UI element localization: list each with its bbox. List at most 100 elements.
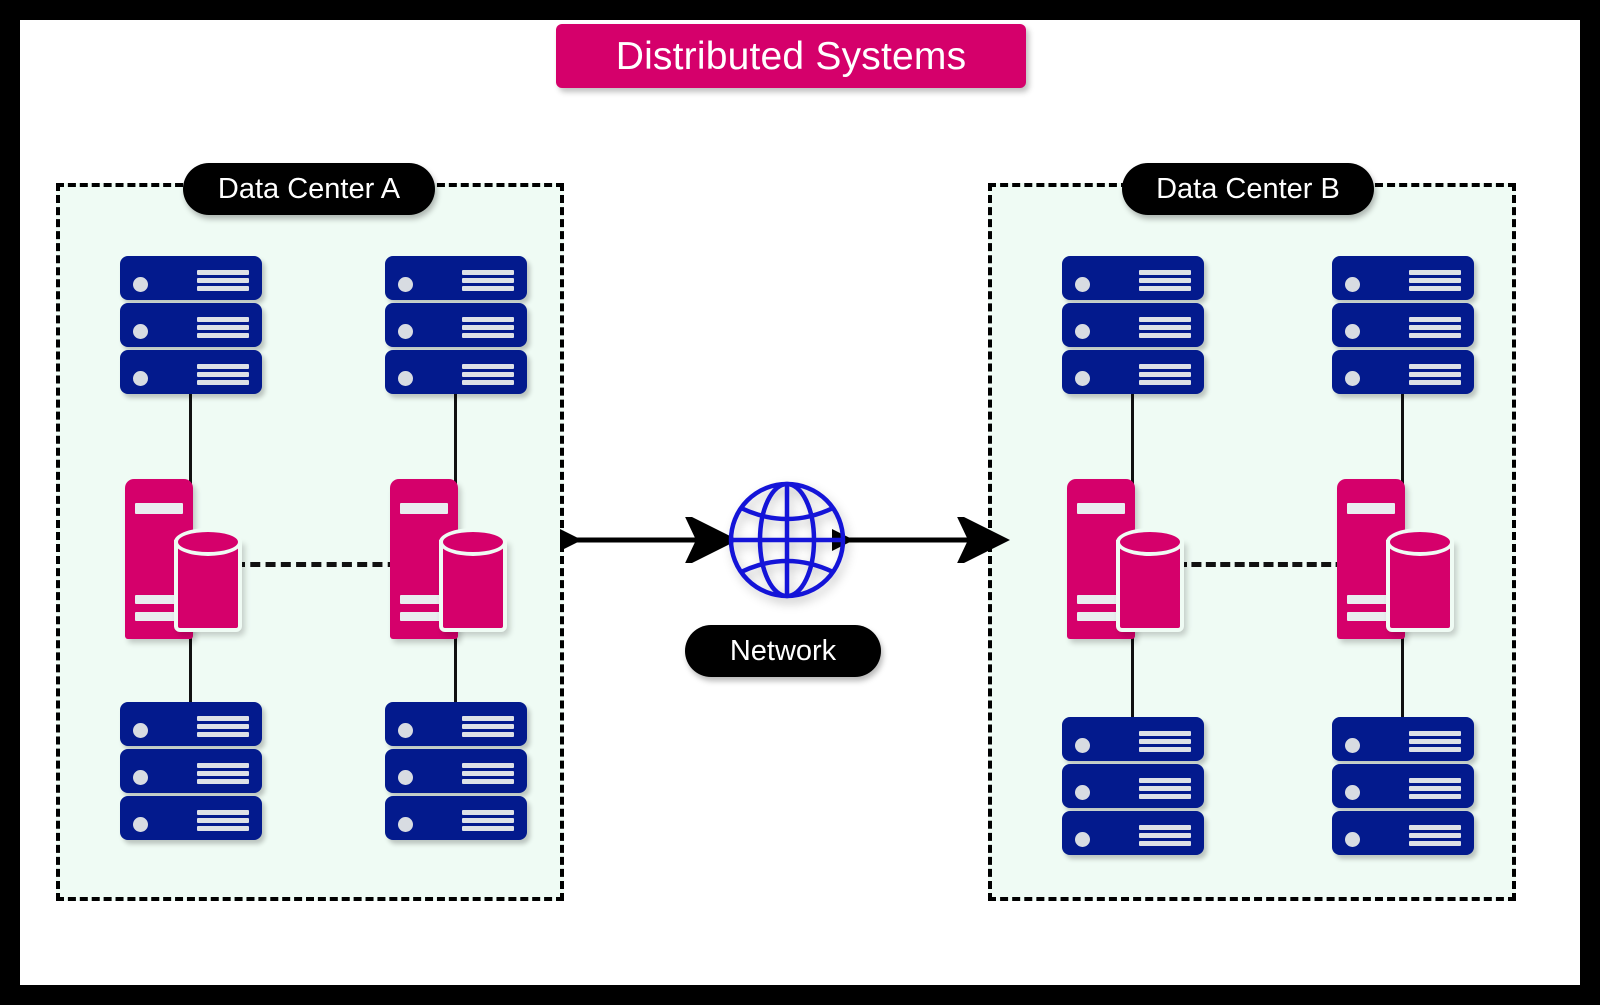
connector-bottom-right-a (454, 637, 457, 707)
server-rack-unit (120, 796, 262, 840)
server-rack-unit (1332, 811, 1474, 855)
connector-bottom-left-b (1131, 637, 1134, 722)
rack-vents-icon (1409, 731, 1461, 752)
database-cylinder-icon (439, 528, 507, 632)
rack-vents-icon (1409, 778, 1461, 799)
rack-vents-icon (197, 763, 249, 784)
rack-vents-icon (197, 364, 249, 385)
tower-slot-icon (1347, 595, 1395, 604)
rack-led-icon (1345, 371, 1360, 386)
server-rack-unit (1062, 717, 1204, 761)
datacenter-a-label: Data Center A (183, 163, 435, 215)
rack-led-icon (133, 723, 148, 738)
rack-vents-icon (197, 716, 249, 737)
tower-slot-icon (1077, 612, 1125, 621)
database-server-icon[interactable] (1067, 479, 1187, 639)
database-server-icon[interactable] (125, 479, 245, 639)
rack-led-icon (1345, 832, 1360, 847)
database-cylinder-icon (174, 528, 242, 632)
tower-slot-icon (135, 612, 183, 621)
connector-top-right-b (1401, 393, 1404, 485)
rack-led-icon (1075, 371, 1090, 386)
rack-led-icon (1345, 785, 1360, 800)
rack-vents-icon (1139, 364, 1191, 385)
server-rack-unit (1332, 256, 1474, 300)
datacenter-b-container (988, 183, 1516, 901)
rack-led-icon (133, 817, 148, 832)
globe-icon[interactable] (727, 480, 847, 600)
rack-led-icon (1075, 277, 1090, 292)
diagram-title-banner: Distributed Systems (556, 24, 1026, 88)
server-rack-icon[interactable] (385, 702, 527, 840)
server-rack-unit (385, 303, 527, 347)
link-dc-a-network (560, 517, 738, 563)
rack-led-icon (1075, 738, 1090, 753)
rack-led-icon (133, 277, 148, 292)
rack-vents-icon (197, 317, 249, 338)
tower-slot-icon (1347, 503, 1395, 514)
connector-top-left-b (1131, 393, 1134, 485)
tower-slot-icon (400, 612, 448, 621)
diagram-canvas: Distributed Systems (20, 20, 1580, 985)
tower-slot-icon (1077, 503, 1125, 514)
rack-vents-icon (1409, 825, 1461, 846)
tower-slot-icon (400, 595, 448, 604)
server-rack-icon[interactable] (1062, 717, 1204, 855)
rack-vents-icon (1139, 825, 1191, 846)
connector-bottom-right-b (1401, 637, 1404, 722)
replication-link-b (1177, 562, 1360, 567)
server-rack-unit (385, 796, 527, 840)
datacenter-b-label-text: Data Center B (1156, 172, 1340, 205)
rack-vents-icon (462, 810, 514, 831)
server-rack-unit (120, 303, 262, 347)
server-rack-unit (1062, 764, 1204, 808)
server-rack-unit (120, 749, 262, 793)
rack-vents-icon (197, 810, 249, 831)
server-rack-unit (385, 702, 527, 746)
database-cylinder-icon (1386, 528, 1454, 632)
server-rack-unit (1062, 350, 1204, 394)
server-rack-unit (1062, 256, 1204, 300)
tower-slot-icon (135, 503, 183, 514)
tower-slot-icon (400, 503, 448, 514)
rack-vents-icon (462, 763, 514, 784)
connector-top-left-a (189, 393, 192, 485)
rack-vents-icon (197, 270, 249, 291)
datacenter-a-container (56, 183, 564, 901)
rack-led-icon (398, 277, 413, 292)
database-server-icon[interactable] (1337, 479, 1457, 639)
server-rack-icon[interactable] (120, 256, 262, 394)
rack-led-icon (398, 723, 413, 738)
server-rack-icon[interactable] (1332, 256, 1474, 394)
network-label: Network (685, 625, 881, 677)
network-label-text: Network (729, 634, 837, 667)
tower-slot-icon (135, 595, 183, 604)
rack-led-icon (133, 324, 148, 339)
server-rack-icon[interactable] (120, 702, 262, 840)
datacenter-b-label: Data Center B (1122, 163, 1374, 215)
rack-vents-icon (462, 270, 514, 291)
rack-vents-icon (1409, 270, 1461, 291)
rack-vents-icon (1139, 731, 1191, 752)
server-rack-unit (1332, 303, 1474, 347)
connector-top-right-a (454, 393, 457, 485)
rack-vents-icon (1139, 317, 1191, 338)
rack-led-icon (1345, 324, 1360, 339)
server-rack-icon[interactable] (1332, 717, 1474, 855)
server-rack-unit (1332, 717, 1474, 761)
rack-led-icon (1345, 277, 1360, 292)
server-rack-unit (385, 350, 527, 394)
rack-led-icon (1075, 785, 1090, 800)
rack-led-icon (133, 770, 148, 785)
server-rack-unit (1332, 764, 1474, 808)
database-server-icon[interactable] (390, 479, 510, 639)
server-rack-icon[interactable] (1062, 256, 1204, 394)
rack-led-icon (398, 817, 413, 832)
datacenter-a-label-text: Data Center A (217, 172, 401, 205)
server-rack-icon[interactable] (385, 256, 527, 394)
rack-vents-icon (1409, 317, 1461, 338)
server-rack-unit (1062, 811, 1204, 855)
server-rack-unit (1062, 303, 1204, 347)
rack-vents-icon (462, 364, 514, 385)
